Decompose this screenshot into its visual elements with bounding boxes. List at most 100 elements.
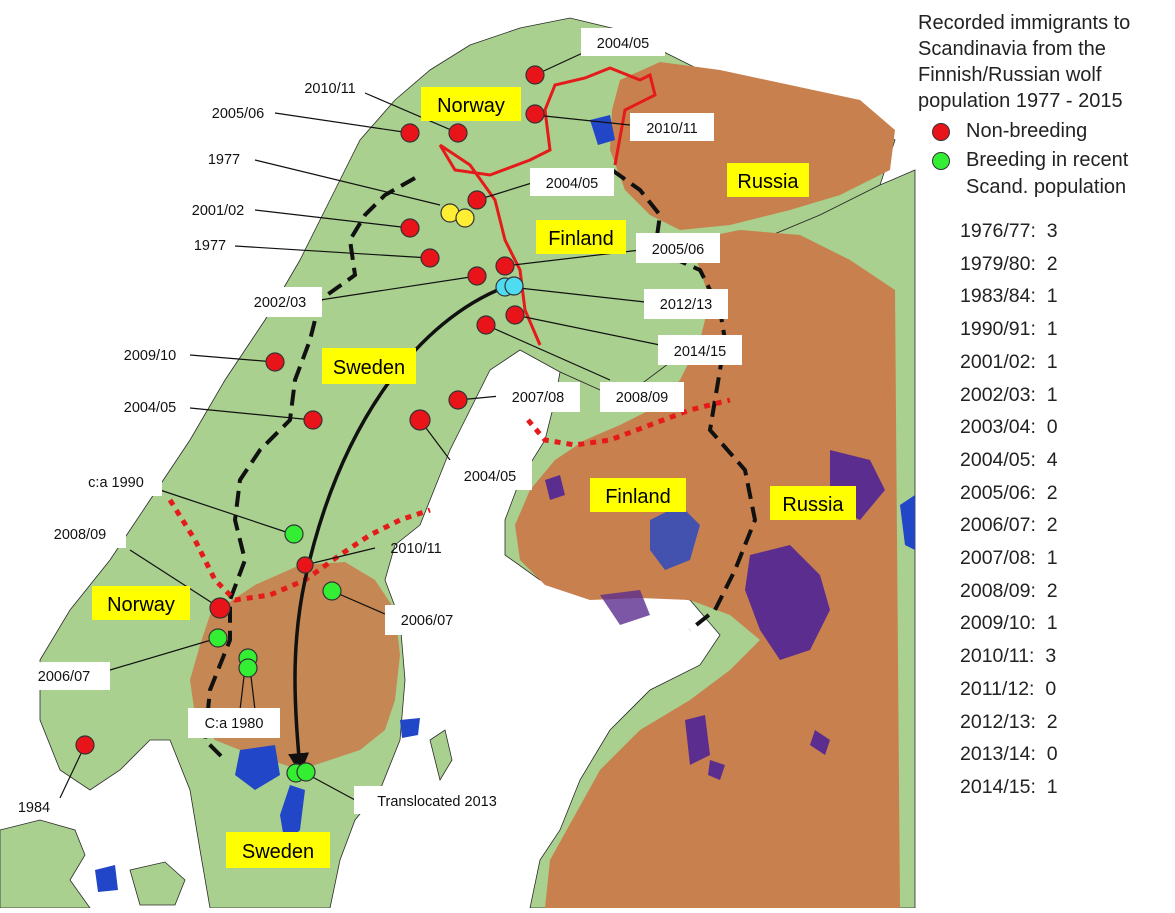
obs-label-19: 2010/11: [390, 541, 441, 557]
region-label-sweden-north: Sweden: [333, 357, 405, 379]
obs-label-2: 2010/11: [646, 121, 697, 137]
count-row: 2009/10: 1: [960, 612, 1058, 635]
region-label-russia-north: Russia: [737, 171, 799, 193]
marker-red: [209, 597, 231, 619]
count-row: 2010/11: 3: [960, 645, 1057, 668]
migration-arrow: [288, 285, 506, 775]
region-label-norway-south: Norway: [107, 594, 175, 616]
green-dot-icon: [932, 152, 950, 170]
marker-red: [525, 65, 545, 85]
border-finland-north: [438, 66, 657, 346]
count-row: 1979/80: 2: [960, 252, 1058, 275]
panel-title: Recorded immigrants to Scandinavia from …: [918, 12, 1131, 112]
count-row: 2012/13: 2: [960, 710, 1058, 733]
marker-red: [495, 256, 515, 276]
obs-label-6: 2004/05: [546, 176, 598, 192]
region-label-russia-south: Russia: [782, 494, 844, 516]
dotted-limit-scandinavia: [167, 498, 431, 603]
obs-label-18: c:a 1990: [88, 475, 144, 491]
region-label-finland-north: Finland: [548, 228, 614, 250]
obs-label-20: 2008/09: [54, 527, 106, 543]
region-label-sweden-south: Sweden: [242, 841, 314, 863]
count-row: 2003/04: 0: [960, 416, 1058, 439]
border-norway-sweden: [202, 176, 416, 762]
obs-label-17: 2004/05: [124, 400, 176, 416]
region-label-norway-north: Norway: [437, 95, 505, 117]
marker-green: [208, 628, 228, 648]
obs-label-9: 2005/06: [652, 242, 704, 258]
marker-red: [467, 266, 487, 286]
obs-label-21: 2006/07: [401, 613, 453, 629]
marker-green: [296, 762, 316, 782]
marker-cyan: [504, 276, 524, 296]
count-row: 2002/03: 1: [960, 383, 1058, 406]
obs-label-12: 2014/15: [674, 344, 726, 360]
count-row: 1983/84: 1: [960, 285, 1058, 308]
obs-label-7: 2001/02: [192, 203, 244, 219]
count-row: 1976/77: 3: [960, 220, 1058, 242]
wolf-range-east: [515, 230, 900, 908]
legend-breeding-label: Breeding in recent Scand. population: [966, 149, 1129, 198]
count-row: 2014/15: 1: [960, 775, 1058, 798]
marker-red: [303, 410, 323, 430]
obs-label-23: C:a 1980: [205, 716, 264, 732]
obs-label-13: 2008/09: [616, 390, 668, 406]
obs-label-16: 2004/05: [464, 469, 516, 485]
border-finland-russia: [610, 168, 758, 632]
count-row: 2001/02: 1: [960, 350, 1058, 373]
count-row: 2011/12: 0: [960, 677, 1057, 700]
observation-labels: 2004/05 2010/11 2010/11 2005/06 1977 200…: [18, 28, 742, 816]
count-row: 2004/05: 4: [960, 448, 1058, 471]
marker-red: [476, 315, 496, 335]
denmark-land: [0, 819, 91, 909]
obs-label-11: 2012/13: [660, 297, 712, 313]
marker-red: [75, 735, 95, 755]
obs-label-14: 2009/10: [124, 348, 176, 364]
marker-red: [400, 123, 420, 143]
obs-label-8: 1977: [194, 238, 226, 254]
legend-non-breeding: Non-breeding: [914, 118, 1172, 145]
obs-label-5: 1977: [208, 152, 240, 168]
marker-red: [265, 352, 285, 372]
wolf-range-north: [610, 62, 895, 230]
obs-label-3: 2010/11: [304, 81, 355, 97]
obs-label-4: 2005/06: [212, 106, 264, 122]
count-row: 2007/08: 1: [960, 547, 1058, 570]
marker-red: [467, 190, 487, 210]
marker-red: [448, 390, 468, 410]
zealand-land: [129, 861, 186, 906]
count-row: 1990/91: 1: [960, 318, 1058, 341]
leader-lines: [59, 44, 661, 801]
marker-red: [296, 556, 314, 574]
obs-label-1: 2004/05: [597, 36, 649, 52]
marker-yellow: [455, 208, 475, 228]
lakes: [95, 115, 915, 892]
dotted-limit-finland: [526, 397, 731, 448]
marker-red: [505, 305, 525, 325]
marker-green: [322, 581, 342, 601]
count-row: 2008/09: 2: [960, 579, 1058, 602]
marker-red: [420, 248, 440, 268]
count-row: 2013/14: 0: [960, 743, 1058, 766]
marker-red: [409, 409, 431, 431]
marker-green: [284, 524, 304, 544]
gotland-island: [429, 729, 453, 782]
obs-label-24: 1984: [18, 800, 50, 816]
marker-red: [525, 104, 545, 124]
obs-label-25: Translocated 2013: [377, 794, 497, 810]
observation-markers: [75, 65, 545, 783]
legend-non-breeding-label: Non-breeding: [966, 120, 1088, 142]
count-row: 2006/07: 2: [960, 514, 1058, 537]
yearly-counts: 1976/77: 3 1979/80: 2 1983/84: 1 1990/91…: [960, 215, 1172, 804]
red-dot-icon: [932, 123, 950, 141]
count-row: 2005/06: 2: [960, 481, 1058, 504]
obs-label-10: 2002/03: [254, 295, 306, 311]
info-panel: Recorded immigrants to Scandinavia from …: [914, 10, 1172, 804]
legend-breeding: Breeding in recent Scand. population: [914, 147, 1172, 201]
marker-red: [400, 218, 420, 238]
marker-green: [238, 658, 258, 678]
obs-label-15: 2007/08: [512, 390, 564, 406]
obs-label-22: 2006/07: [38, 669, 90, 685]
